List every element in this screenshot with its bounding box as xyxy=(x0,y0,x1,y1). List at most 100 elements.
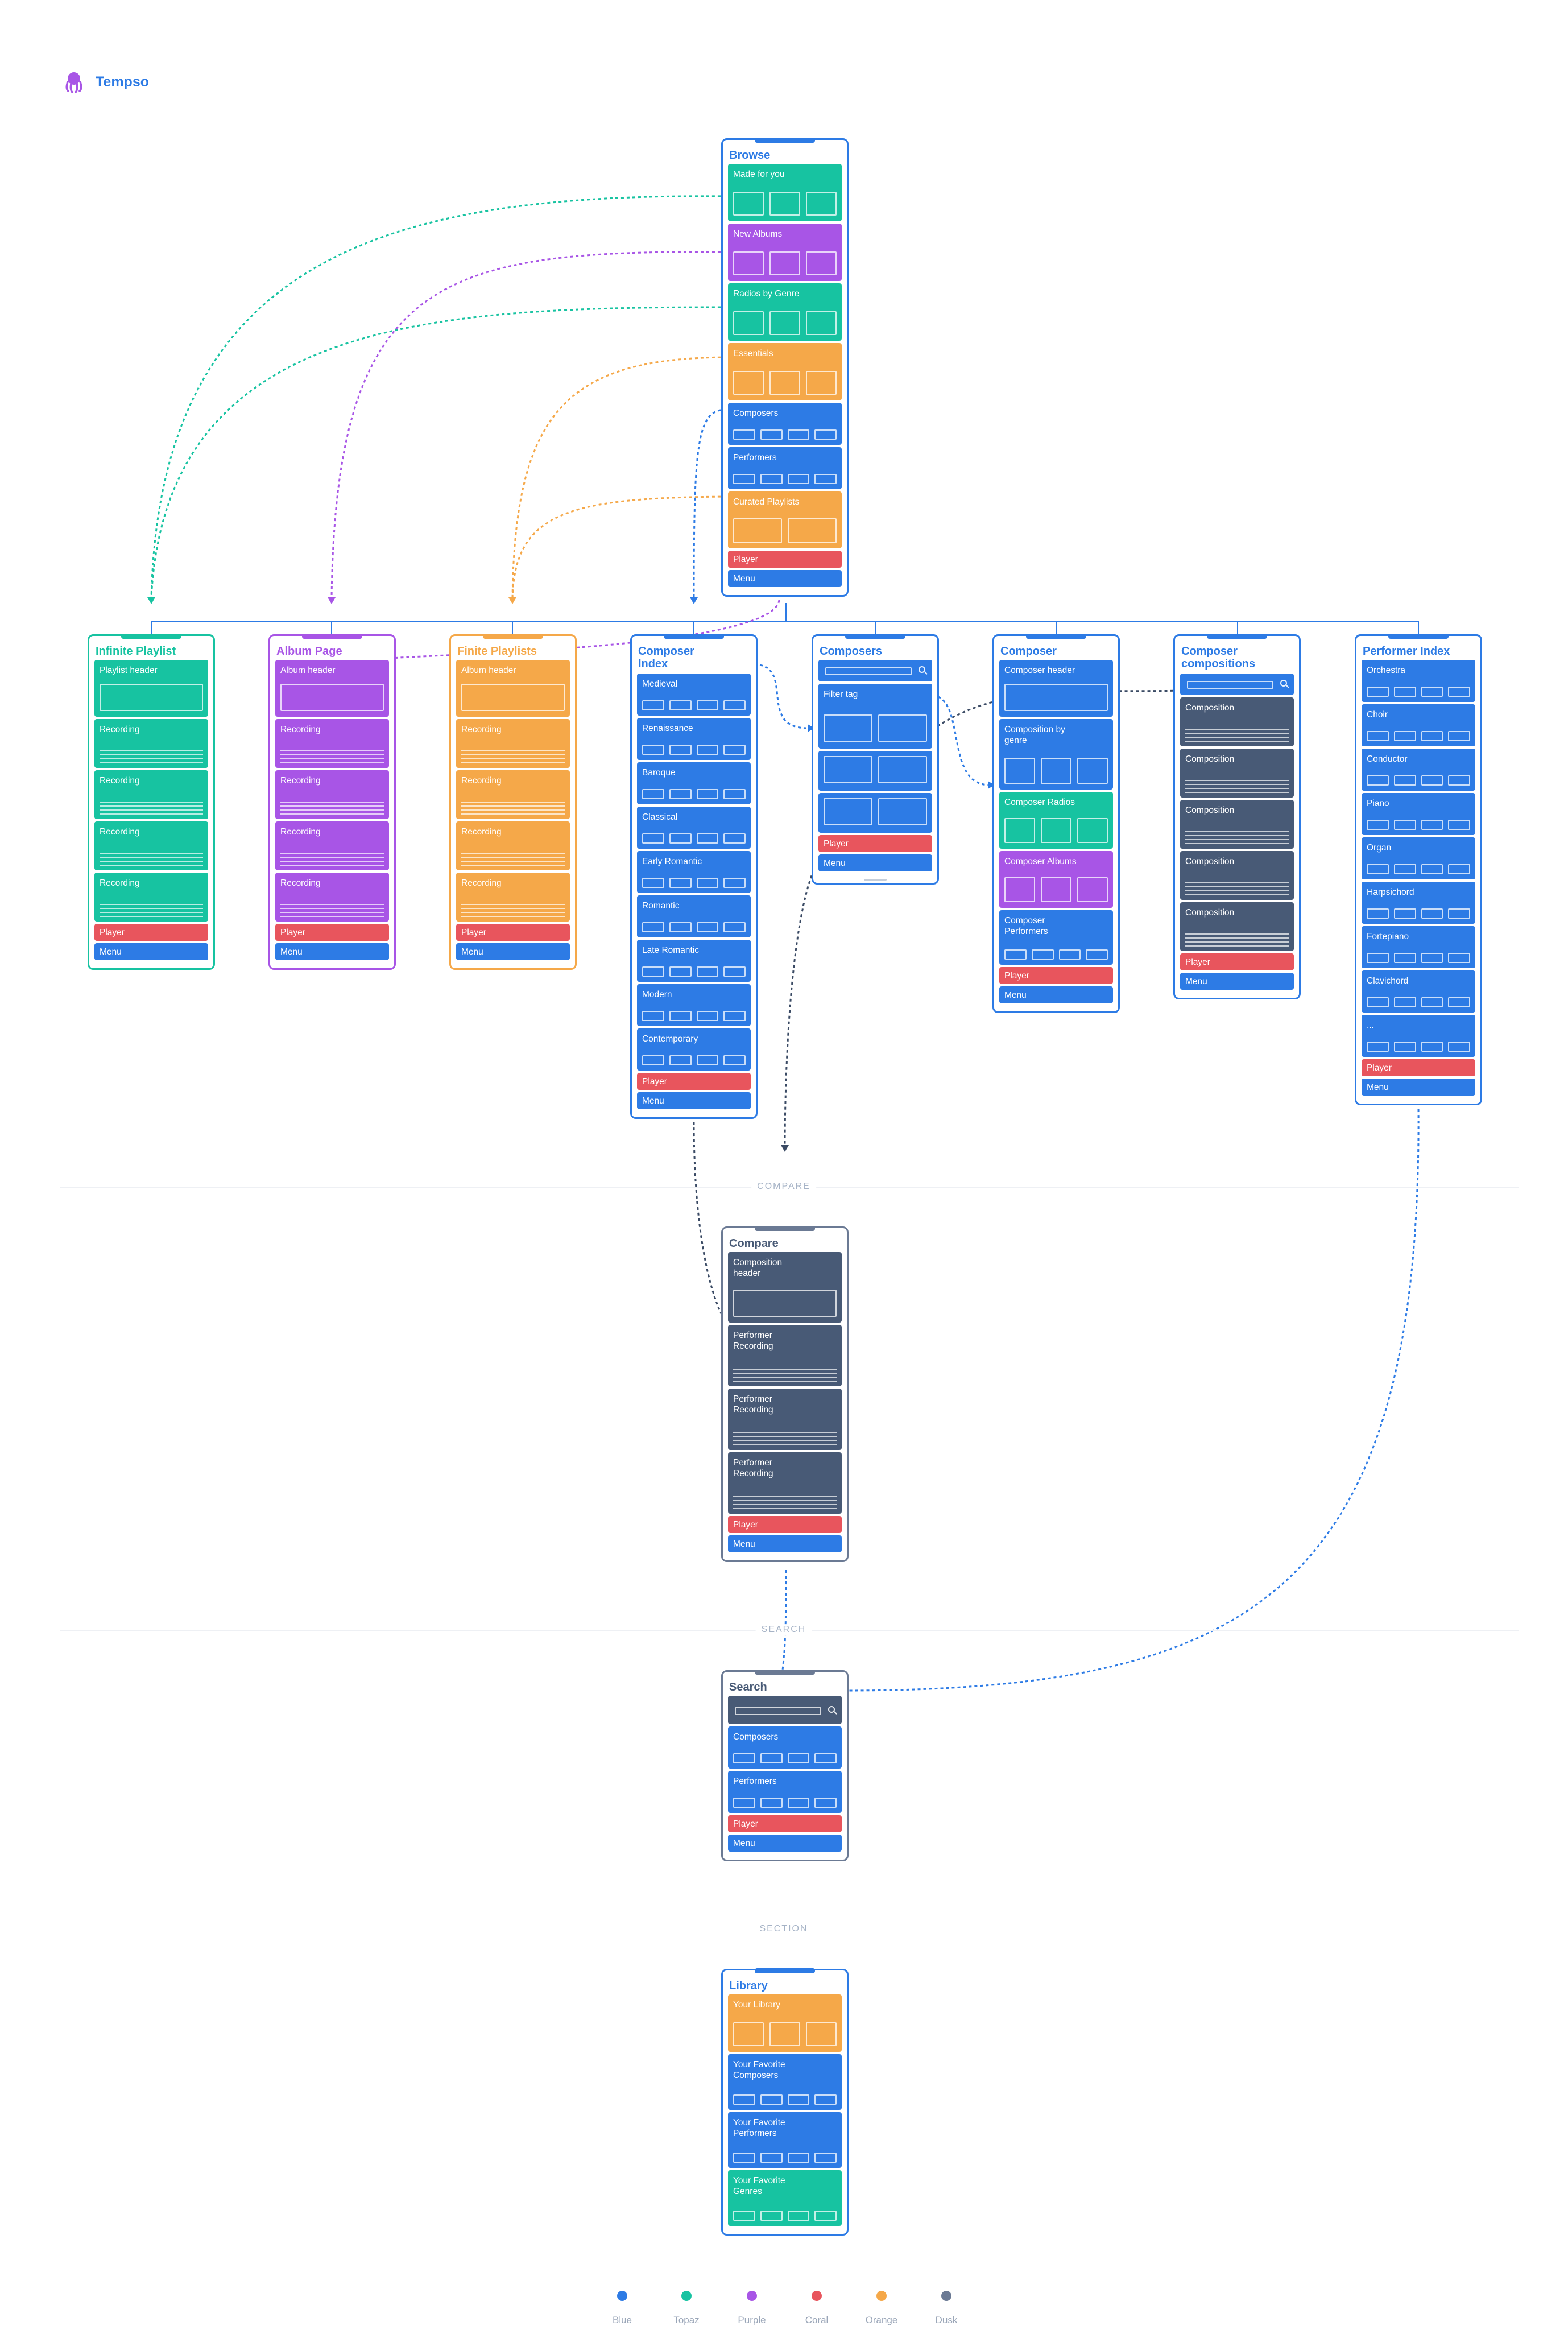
card-recording[interactable]: Recording xyxy=(94,821,208,870)
card-curated-playlists[interactable]: Curated Playlists xyxy=(728,491,842,548)
search-field[interactable] xyxy=(728,1696,842,1724)
card-recording[interactable]: Recording xyxy=(275,770,389,819)
card-composers[interactable]: Composers xyxy=(728,403,842,445)
card-album-header[interactable]: Album header xyxy=(275,660,389,717)
screen-composer-index[interactable]: Composer Index Medieval Renaissance Baro… xyxy=(630,634,758,1119)
card-recording[interactable]: Recording xyxy=(275,719,389,768)
card-romantic[interactable]: Romantic xyxy=(637,895,751,937)
menu-bar[interactable]: Menu xyxy=(728,1535,842,1552)
card-contemporary[interactable]: Contemporary xyxy=(637,1028,751,1071)
screen-composer-compositions[interactable]: Composer compositions Composition Compos… xyxy=(1173,634,1301,999)
card-renaissance[interactable]: Renaissance xyxy=(637,718,751,760)
card-made-for-you[interactable]: Made for you xyxy=(728,164,842,221)
card-performers[interactable]: Performers xyxy=(728,447,842,489)
card-piano[interactable]: Piano xyxy=(1362,793,1475,835)
card-harpsichord[interactable]: Harpsichord xyxy=(1362,882,1475,924)
card-performer-recording[interactable]: Performer Recording xyxy=(728,1389,842,1450)
card-favorite-composers[interactable]: Your Favorite Composers xyxy=(728,2054,842,2110)
card-composition[interactable]: Composition xyxy=(1180,749,1294,798)
menu-bar[interactable]: Menu xyxy=(1180,973,1294,990)
card-recording[interactable]: Recording xyxy=(456,821,570,870)
card-conductor[interactable]: Conductor xyxy=(1362,749,1475,791)
card-more[interactable]: ... xyxy=(1362,1015,1475,1057)
card-composition[interactable]: Composition xyxy=(1180,902,1294,951)
app-logo[interactable]: Tempso xyxy=(64,71,149,93)
player-bar[interactable]: Player xyxy=(728,1815,842,1832)
card-recording[interactable]: Recording xyxy=(94,873,208,922)
card-orchestra[interactable]: Orchestra xyxy=(1362,660,1475,702)
card-favorite-performers[interactable]: Your Favorite Performers xyxy=(728,2112,842,2168)
card-composition-header[interactable]: Composition header xyxy=(728,1252,842,1323)
player-bar[interactable]: Player xyxy=(637,1073,751,1090)
menu-bar[interactable]: Menu xyxy=(728,1835,842,1852)
card-composer-performers[interactable]: Composer Performers xyxy=(999,910,1113,965)
card-late-romantic[interactable]: Late Romantic xyxy=(637,940,751,982)
card-recording[interactable]: Recording xyxy=(275,821,389,870)
card-new-albums[interactable]: New Albums xyxy=(728,224,842,281)
card-recording[interactable]: Recording xyxy=(456,770,570,819)
screen-finite-playlists[interactable]: Finite Playlists Album header Recording … xyxy=(449,634,577,970)
card-baroque[interactable]: Baroque xyxy=(637,762,751,804)
card-performer-recording[interactable]: Performer Recording xyxy=(728,1325,842,1386)
screen-library[interactable]: Library Your Library Your Favorite Compo… xyxy=(721,1968,849,2236)
card-recording[interactable]: Recording xyxy=(94,770,208,819)
player-bar[interactable]: Player xyxy=(456,924,570,941)
menu-bar[interactable]: Menu xyxy=(275,943,389,960)
card-playlist-header[interactable]: Playlist header xyxy=(94,660,208,717)
screen-infinite-playlist[interactable]: Infinite Playlist Playlist header Record… xyxy=(88,634,215,970)
search-field[interactable] xyxy=(1180,674,1294,695)
menu-bar[interactable]: Menu xyxy=(818,854,932,871)
card-organ[interactable]: Organ xyxy=(1362,837,1475,879)
menu-bar[interactable]: Menu xyxy=(94,943,208,960)
screen-performer-index[interactable]: Performer Index Orchestra Choir Conducto… xyxy=(1355,634,1482,1105)
card-radios-by-genre[interactable]: Radios by Genre xyxy=(728,283,842,341)
scroll-handle[interactable] xyxy=(864,879,887,881)
card-composition[interactable]: Composition xyxy=(1180,851,1294,900)
card-composer-radios[interactable]: Composer Radios xyxy=(999,792,1113,849)
screen-composers[interactable]: Composers Filter tag Player Menu xyxy=(812,634,939,885)
card-clavichord[interactable]: Clavichord xyxy=(1362,970,1475,1013)
player-bar[interactable]: Player xyxy=(728,551,842,568)
card-medieval[interactable]: Medieval xyxy=(637,674,751,716)
screen-album-page[interactable]: Album Page Album header Recording Record… xyxy=(268,634,396,970)
card-recording[interactable]: Recording xyxy=(275,873,389,922)
card-early-romantic[interactable]: Early Romantic xyxy=(637,851,751,893)
card-your-library[interactable]: Your Library xyxy=(728,1994,842,2052)
card-fortepiano[interactable]: Fortepiano xyxy=(1362,926,1475,968)
card-recording[interactable]: Recording xyxy=(456,719,570,768)
screen-compare[interactable]: Compare Composition header Performer Rec… xyxy=(721,1226,849,1562)
player-bar[interactable]: Player xyxy=(94,924,208,941)
player-bar[interactable]: Player xyxy=(275,924,389,941)
menu-bar[interactable]: Menu xyxy=(637,1092,751,1109)
card-classical[interactable]: Classical xyxy=(637,807,751,849)
menu-bar[interactable]: Menu xyxy=(999,986,1113,1003)
card-composer-header[interactable]: Composer header xyxy=(999,660,1113,717)
card-recording[interactable]: Recording xyxy=(94,719,208,768)
card-composer-grid[interactable] xyxy=(818,751,932,791)
card-recording[interactable]: Recording xyxy=(456,873,570,922)
card-modern[interactable]: Modern xyxy=(637,984,751,1026)
screen-search[interactable]: Search Composers Performers Player Menu xyxy=(721,1670,849,1861)
card-composer-grid[interactable] xyxy=(818,793,932,833)
card-composer-albums[interactable]: Composer Albums xyxy=(999,851,1113,908)
card-composers[interactable]: Composers xyxy=(728,1726,842,1769)
player-bar[interactable]: Player xyxy=(1180,953,1294,970)
player-bar[interactable]: Player xyxy=(999,967,1113,984)
menu-bar[interactable]: Menu xyxy=(728,570,842,587)
card-performer-recording[interactable]: Performer Recording xyxy=(728,1452,842,1514)
menu-bar[interactable]: Menu xyxy=(456,943,570,960)
card-favorite-genres[interactable]: Your Favorite Genres xyxy=(728,2170,842,2226)
card-performers[interactable]: Performers xyxy=(728,1771,842,1813)
screen-composer[interactable]: Composer Composer header Composition by … xyxy=(992,634,1120,1013)
player-bar[interactable]: Player xyxy=(1362,1059,1475,1076)
player-bar[interactable]: Player xyxy=(728,1516,842,1533)
card-choir[interactable]: Choir xyxy=(1362,704,1475,746)
card-composition[interactable]: Composition xyxy=(1180,697,1294,746)
card-essentials[interactable]: Essentials xyxy=(728,343,842,400)
card-filter-tag[interactable]: Filter tag xyxy=(818,684,932,749)
card-composition[interactable]: Composition xyxy=(1180,800,1294,849)
card-composition-by-genre[interactable]: Composition by genre xyxy=(999,719,1113,790)
search-field[interactable] xyxy=(818,660,932,681)
menu-bar[interactable]: Menu xyxy=(1362,1079,1475,1096)
player-bar[interactable]: Player xyxy=(818,835,932,852)
